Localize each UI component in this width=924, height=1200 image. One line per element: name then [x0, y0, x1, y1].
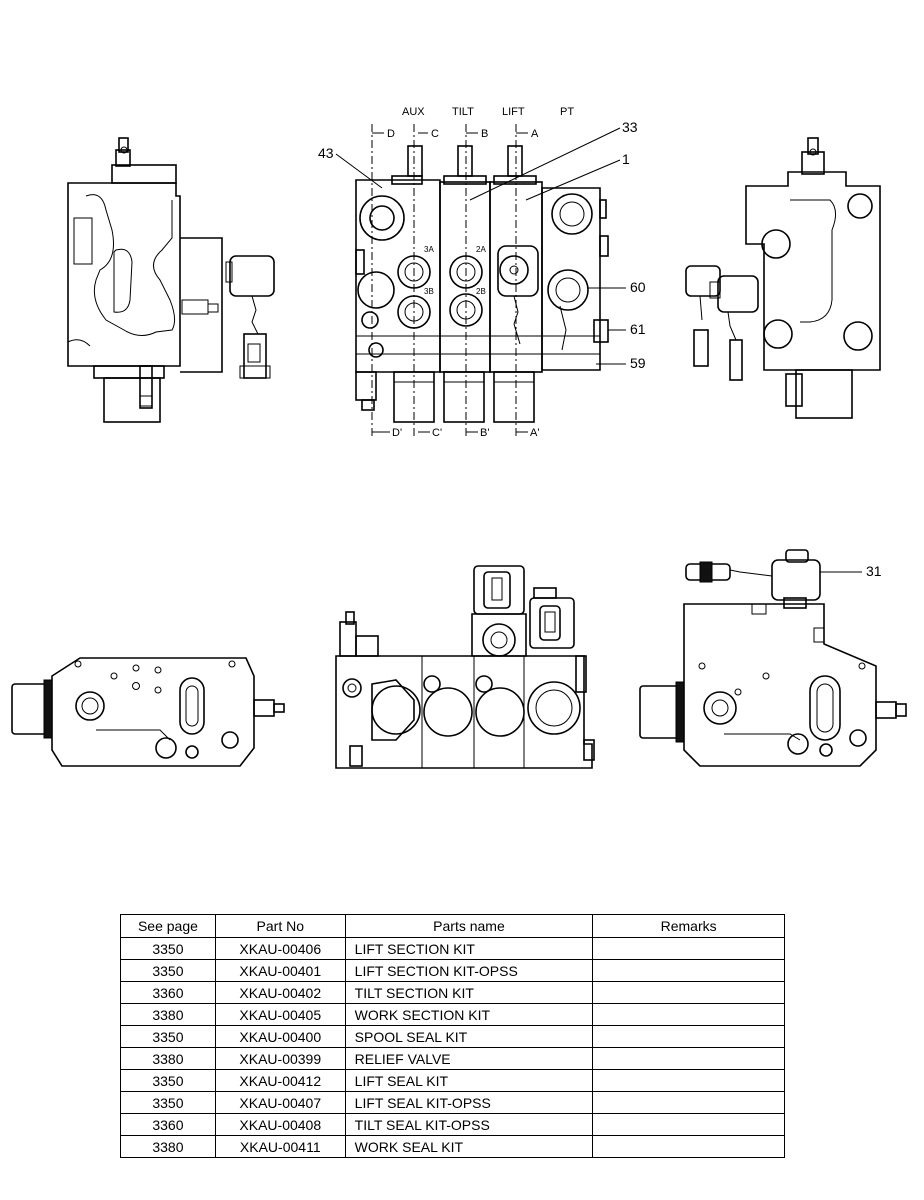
cell-remarks	[592, 1003, 785, 1026]
cell-see-page: 3360	[120, 1113, 216, 1136]
callout-60: 60	[630, 279, 646, 295]
left-side-view	[67, 137, 275, 423]
cell-see-page: 3380	[120, 1047, 216, 1070]
cell-see-page: 3360	[120, 981, 216, 1004]
marker-c-bottom: C'	[432, 427, 442, 439]
cell-parts-name: SPOOL SEAL KIT	[344, 1025, 594, 1048]
cell-part-no: XKAU-00402	[214, 981, 346, 1004]
cell-remarks	[592, 981, 785, 1004]
cell-see-page: 3350	[120, 1069, 216, 1092]
callout-61: 61	[630, 321, 646, 337]
header-remarks: Remarks	[592, 914, 785, 938]
bottom-left-view	[11, 657, 285, 767]
cell-part-no: XKAU-00399	[214, 1047, 346, 1070]
bottom-center-view	[335, 565, 595, 769]
cell-see-page: 3350	[120, 1091, 216, 1114]
cell-see-page: 3350	[120, 937, 216, 960]
section-label-tilt: TILT	[452, 106, 474, 118]
section-label-pt: PT	[560, 106, 574, 118]
cell-part-no: XKAU-00405	[214, 1003, 346, 1026]
header-see-page: See page	[120, 914, 216, 938]
cell-parts-name: WORK SEAL KIT	[344, 1135, 594, 1158]
callout-31: 31	[866, 563, 882, 579]
section-label-aux: AUX	[402, 106, 425, 118]
port-label-2a: 2A	[476, 245, 486, 254]
cell-part-no: XKAU-00412	[214, 1069, 346, 1092]
marker-a-top: A	[531, 128, 539, 140]
cell-part-no: XKAU-00408	[214, 1113, 346, 1136]
cell-see-page: 3380	[120, 1003, 216, 1026]
cell-see-page: 3350	[120, 1025, 216, 1048]
callout-59: 59	[630, 355, 646, 371]
section-label-lift: LIFT	[502, 106, 525, 118]
cell-parts-name: LIFT SECTION KIT	[344, 937, 594, 960]
cell-remarks	[592, 1025, 785, 1048]
cell-remarks	[592, 1047, 785, 1070]
cell-remarks	[592, 1113, 785, 1136]
cell-part-no: XKAU-00401	[214, 959, 346, 982]
parts-table: See page Part No Parts name Remarks 3350…	[120, 914, 785, 1158]
callout-33: 33	[622, 119, 638, 135]
port-label-3a: 3A	[424, 245, 434, 254]
valve-assembly-drawing: AUX TILT LIFT PT D C B A	[11, 106, 907, 769]
callout-43: 43	[318, 145, 334, 161]
marker-b-top: B	[481, 128, 488, 140]
cell-part-no: XKAU-00400	[214, 1025, 346, 1048]
callout-1: 1	[622, 151, 630, 167]
cell-parts-name: TILT SECTION KIT	[344, 981, 594, 1004]
cell-part-no: XKAU-00406	[214, 937, 346, 960]
marker-d-bottom: D'	[392, 427, 402, 439]
cell-parts-name: LIFT SEAL KIT	[344, 1069, 594, 1092]
right-side-view	[685, 137, 881, 419]
cell-parts-name: LIFT SEAL KIT-OPSS	[344, 1091, 594, 1114]
cell-see-page: 3350	[120, 959, 216, 982]
cell-remarks	[592, 1091, 785, 1114]
cell-remarks	[592, 937, 785, 960]
cell-part-no: XKAU-00411	[214, 1135, 346, 1158]
cell-parts-name: TILT SEAL KIT-OPSS	[344, 1113, 594, 1136]
cell-part-no: XKAU-00407	[214, 1091, 346, 1114]
front-view: AUX TILT LIFT PT D C B A	[318, 106, 646, 439]
marker-a-bottom: A'	[530, 427, 539, 439]
cell-remarks	[592, 1069, 785, 1092]
header-part-no: Part No	[214, 914, 346, 938]
table-header-row: See page Part No Parts name Remarks	[120, 914, 785, 938]
marker-d-top: D	[387, 128, 395, 140]
cell-remarks	[592, 959, 785, 982]
bottom-right-view: 31	[639, 549, 907, 767]
marker-c-top: C	[431, 128, 439, 140]
cell-see-page: 3380	[120, 1135, 216, 1158]
cell-remarks	[592, 1135, 785, 1158]
port-label-2b: 2B	[476, 287, 486, 296]
port-label-3b: 3B	[424, 287, 434, 296]
cell-parts-name: LIFT SECTION KIT-OPSS	[344, 959, 594, 982]
cell-parts-name: WORK SECTION KIT	[344, 1003, 594, 1026]
header-parts-name: Parts name	[344, 914, 594, 938]
cell-parts-name: RELIEF VALVE	[344, 1047, 594, 1070]
marker-b-bottom: B'	[480, 427, 489, 439]
